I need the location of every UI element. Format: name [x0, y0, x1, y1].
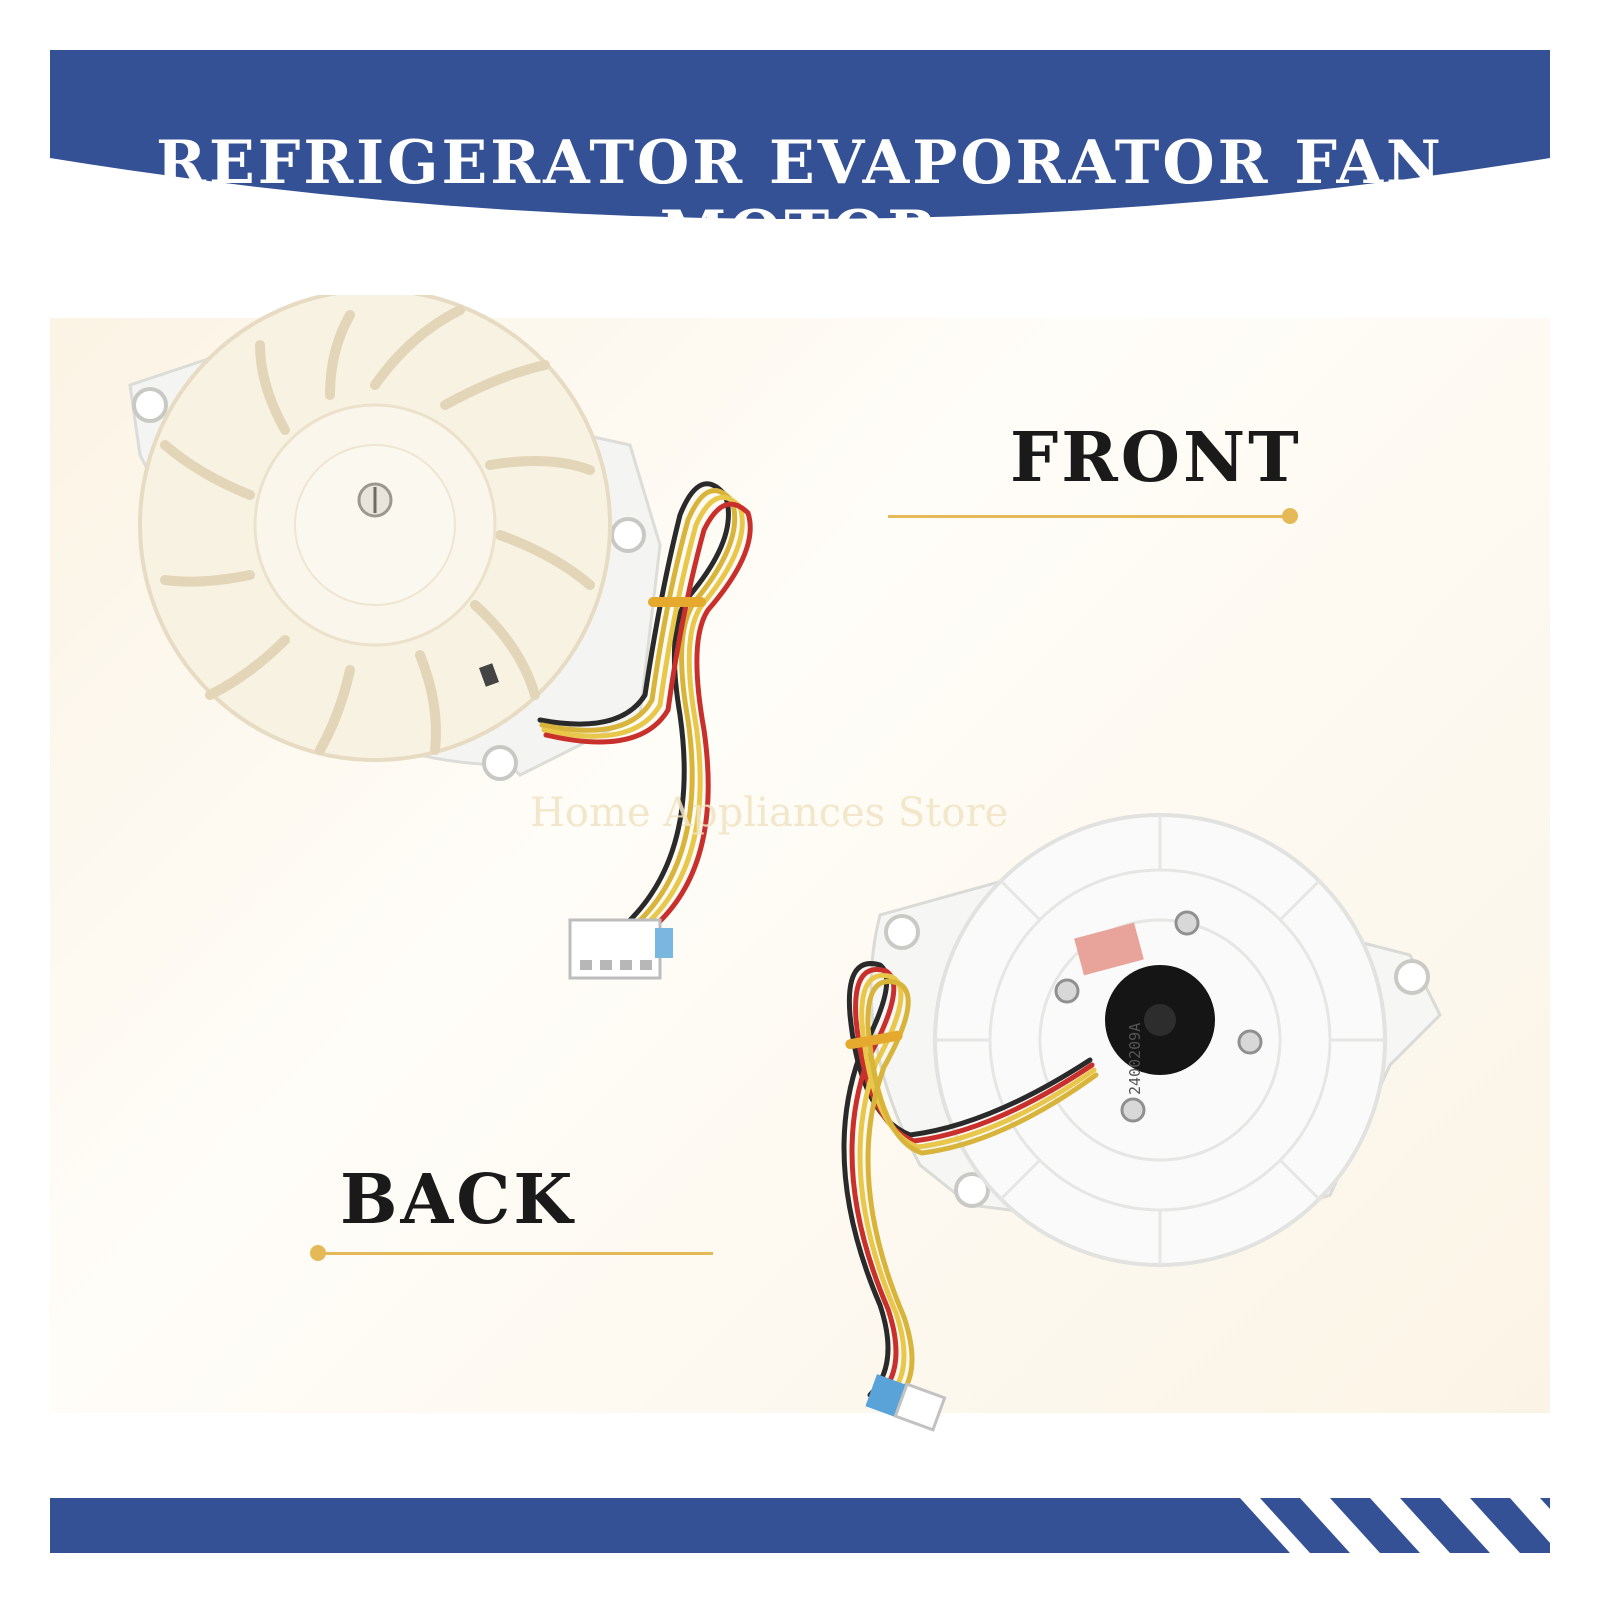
footer-bar [50, 1498, 1550, 1553]
fan-motor-back-image: 2400209A [841, 813, 1442, 1432]
title-banner: REFRIGERATOR EVAPORATOR FAN MOTOR [50, 50, 1550, 268]
front-label-underline [888, 515, 1288, 518]
back-label-underline [318, 1252, 713, 1255]
front-label-dot [1282, 508, 1298, 524]
motor-serial-stamp: 2400209A [1126, 1023, 1144, 1095]
front-label: FRONT [1010, 418, 1302, 498]
back-label-dot [310, 1245, 326, 1261]
footer-stripes [1240, 1498, 1550, 1553]
banner-shape [50, 50, 1550, 219]
store-watermark: Home Appliances Store [530, 790, 1009, 836]
fan-motor-front-image [128, 295, 753, 980]
back-label: BACK [340, 1160, 576, 1240]
banner-title: REFRIGERATOR EVAPORATOR FAN MOTOR [156, 128, 1444, 268]
